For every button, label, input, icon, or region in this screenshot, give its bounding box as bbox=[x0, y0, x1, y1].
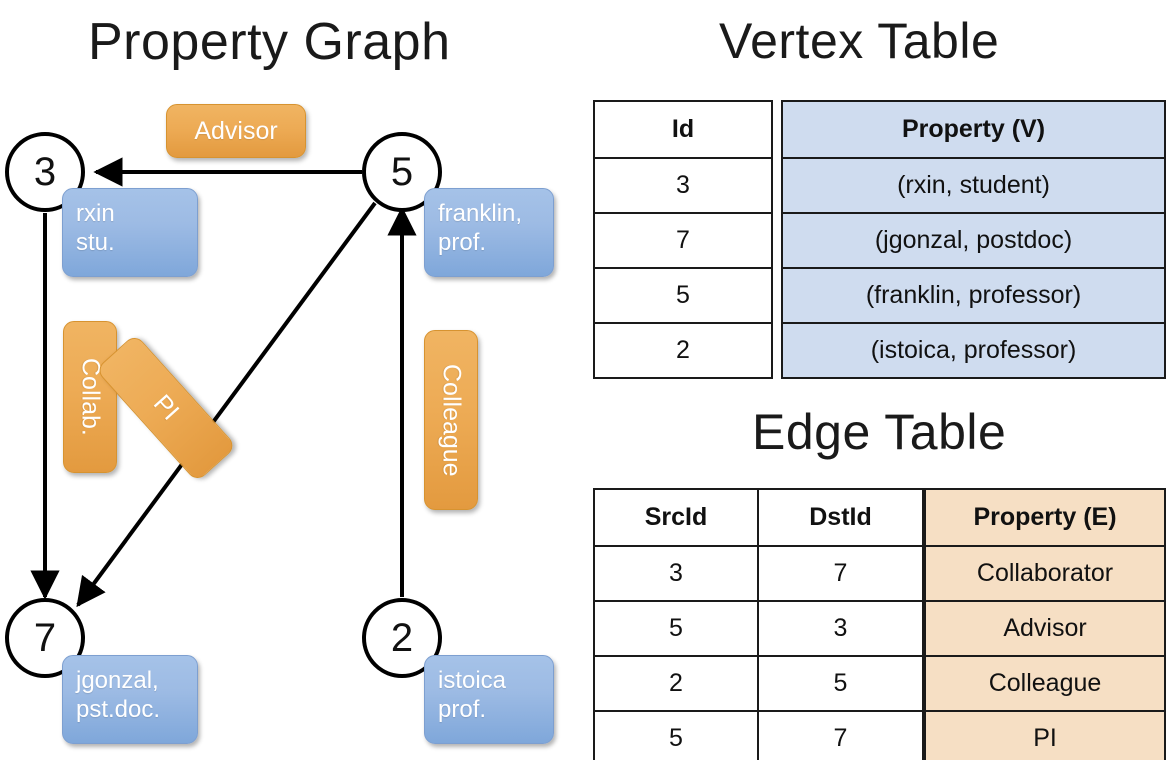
edge-label-text: PI bbox=[148, 389, 185, 426]
vertex-property-box-5[interactable]: franklin, prof. bbox=[424, 188, 554, 277]
property-graph-title: Property Graph bbox=[88, 13, 451, 71]
edge-label-box-colleague[interactable]: Colleague bbox=[424, 330, 478, 510]
vertex-table-property-column: Property (V) (rxin, student) (jgonzal, p… bbox=[781, 100, 1166, 379]
table-row: (franklin, professor) bbox=[781, 267, 1166, 324]
table-row: Id bbox=[593, 100, 773, 159]
table-row: 3 7 bbox=[593, 545, 924, 602]
table-row: (jgonzal, postdoc) bbox=[781, 212, 1166, 269]
table-row: Advisor bbox=[924, 600, 1166, 657]
vertex-table-id-column: Id 3 7 5 2 bbox=[593, 100, 773, 379]
edge-line-5-to-7 bbox=[76, 201, 377, 608]
vertex-table-header-property: Property (V) bbox=[781, 100, 1166, 159]
edge-label-box-collab[interactable]: Collab. bbox=[63, 321, 117, 473]
edge-dst-cell: 7 bbox=[757, 710, 924, 760]
edge-label-text: Colleague bbox=[437, 363, 466, 477]
table-row: 2 bbox=[593, 322, 773, 379]
vertex-id-cell: 7 bbox=[593, 212, 773, 269]
table-row: Property (E) bbox=[924, 488, 1166, 547]
vertex-property-line1: istoica bbox=[438, 667, 507, 694]
vertex-property-cell: (rxin, student) bbox=[781, 157, 1166, 214]
edge-label-box-advisor[interactable]: Advisor bbox=[166, 104, 306, 158]
vertex-property-cell: (jgonzal, postdoc) bbox=[781, 212, 1166, 269]
vertex-table-title: Vertex Table bbox=[719, 13, 1000, 69]
graph-edges-svg bbox=[30, 157, 417, 608]
edge-src-cell: 5 bbox=[593, 710, 759, 760]
vertex-property-line1: jgonzal, bbox=[76, 667, 159, 694]
table-row: SrcId DstId bbox=[593, 488, 924, 547]
table-row: 3 bbox=[593, 157, 773, 214]
property-graph-diagram: 3 5 7 2 rxin stu. franklin, prof. jgonza… bbox=[0, 85, 585, 760]
vertex-property-line1: rxin bbox=[76, 200, 115, 227]
edge-table-header-property: Property (E) bbox=[924, 488, 1166, 547]
table-row: PI bbox=[924, 710, 1166, 760]
edge-src-cell: 5 bbox=[593, 600, 759, 657]
vertex-id-cell: 2 bbox=[593, 322, 773, 379]
edge-table-header-srcid: SrcId bbox=[593, 488, 759, 547]
table-row: Property (V) bbox=[781, 100, 1166, 159]
table-row: 5 7 bbox=[593, 710, 924, 760]
vertex-id-cell: 3 bbox=[593, 157, 773, 214]
table-row: Collaborator bbox=[924, 545, 1166, 602]
vertex-property-line2: prof. bbox=[438, 229, 487, 257]
edge-property-cell: Colleague bbox=[924, 655, 1166, 712]
vertex-property-line2: prof. bbox=[438, 696, 487, 724]
vertex-property-line2: pst.doc. bbox=[76, 696, 161, 724]
table-row: (rxin, student) bbox=[781, 157, 1166, 214]
edge-dst-cell: 5 bbox=[757, 655, 924, 712]
vertex-property-box-7[interactable]: jgonzal, pst.doc. bbox=[62, 655, 198, 744]
table-row: 2 5 bbox=[593, 655, 924, 712]
edge-table-property-column: Property (E) Collaborator Advisor Collea… bbox=[924, 488, 1166, 760]
vertex-id-cell: 5 bbox=[593, 267, 773, 324]
table-row: 7 bbox=[593, 212, 773, 269]
vertex-property-box-3[interactable]: rxin stu. bbox=[62, 188, 198, 277]
table-row: 5 bbox=[593, 267, 773, 324]
edge-property-cell: Advisor bbox=[924, 600, 1166, 657]
edge-dst-cell: 7 bbox=[757, 545, 924, 602]
edge-table-title: Edge Table bbox=[752, 404, 1007, 460]
vertex-property-cell: (franklin, professor) bbox=[781, 267, 1166, 324]
table-row: Colleague bbox=[924, 655, 1166, 712]
edge-table-header-dstid: DstId bbox=[757, 488, 924, 547]
edge-property-cell: PI bbox=[924, 710, 1166, 760]
edge-label-text: Advisor bbox=[194, 116, 278, 145]
table-row: (istoica, professor) bbox=[781, 322, 1166, 379]
edge-src-cell: 2 bbox=[593, 655, 759, 712]
table-row: 5 3 bbox=[593, 600, 924, 657]
edge-dst-cell: 3 bbox=[757, 600, 924, 657]
vertex-table-header-id: Id bbox=[593, 100, 773, 159]
edge-property-cell: Collaborator bbox=[924, 545, 1166, 602]
vertex-property-cell: (istoica, professor) bbox=[781, 322, 1166, 379]
edge-src-cell: 3 bbox=[593, 545, 759, 602]
graph-node-3[interactable]: 3 bbox=[5, 132, 85, 212]
vertex-property-line2: stu. bbox=[76, 229, 115, 257]
vertex-property-line1: franklin, bbox=[438, 200, 523, 227]
vertex-property-box-2[interactable]: istoica prof. bbox=[424, 655, 554, 744]
edge-table-id-columns: SrcId DstId 3 7 5 3 2 5 5 7 bbox=[593, 488, 924, 760]
